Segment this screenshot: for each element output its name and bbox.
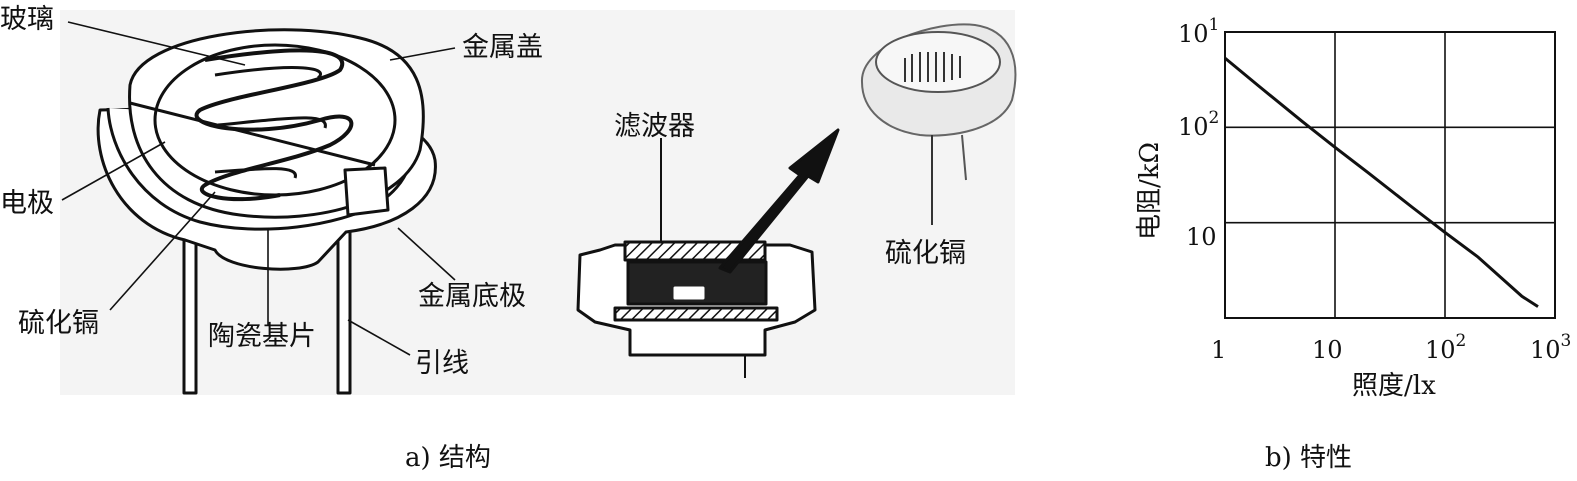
electrode-serpentine	[194, 48, 354, 202]
x-axis-label: 照度/lx	[1352, 371, 1436, 401]
filter-package-drawing	[576, 128, 840, 378]
photo-serpentine	[904, 52, 961, 82]
y-tick-label-top: 101	[1178, 15, 1219, 48]
label-cds-right: 硫化镉	[885, 238, 966, 269]
photoresistor-photo	[860, 23, 1017, 225]
chart-frame	[1224, 31, 1556, 319]
lead-wire-left	[182, 226, 198, 395]
x-tick-label-1: 1	[1211, 336, 1226, 364]
electrode-strip	[129, 101, 376, 167]
label-glass: 玻璃	[0, 4, 54, 35]
leader-metal-cap	[389, 47, 456, 61]
chart-grid	[1224, 31, 1556, 319]
label-filter: 滤波器	[614, 111, 695, 142]
electrode-serpentine-inner	[214, 66, 327, 179]
lead-wire-right	[336, 226, 352, 395]
leader-lead	[347, 319, 411, 356]
label-lead: 引线	[415, 348, 469, 379]
x-tick-label-1000: 103	[1530, 331, 1571, 364]
label-electrode: 电极	[0, 188, 54, 219]
panel-a: 玻璃 金属盖 电极 硫化镉 陶瓷基片 金属底极 引线 滤波器 硫化镉 a) 结构	[0, 4, 1017, 473]
x-tick-label-10: 10	[1312, 336, 1343, 364]
photo-window	[875, 31, 1001, 93]
caption-a: a) 结构	[405, 443, 491, 473]
terminal-tab	[343, 166, 390, 217]
y-tick-label-bottom: 10	[1186, 223, 1217, 251]
leader-metal-base	[397, 227, 456, 281]
y-tick-label-middle: 102	[1178, 108, 1219, 141]
leader-electrode	[61, 141, 166, 201]
photo-lead-right	[961, 134, 967, 181]
label-cds-left: 硫化镉	[18, 308, 99, 339]
leader-glass	[67, 21, 246, 66]
chamber-window	[673, 286, 705, 300]
leader-cds-left	[109, 191, 216, 311]
label-ceramic: 陶瓷基片	[208, 321, 316, 352]
y-axis-label: 电阻/kΩ	[1135, 142, 1165, 240]
x-tick-label-100: 102	[1425, 331, 1466, 364]
pointing-arrow	[718, 128, 840, 274]
chart-series-line	[1224, 56, 1539, 308]
label-metal-cap: 金属盖	[462, 32, 543, 63]
label-metal-base: 金属底极	[418, 281, 526, 312]
caption-b: b) 特性	[1265, 443, 1352, 473]
panel-b: 101 102 10 1 10 102 103 照度/lx 电阻/kΩ b) 特…	[1135, 15, 1571, 473]
base-plate	[613, 306, 779, 322]
leader-lines-left	[61, 21, 456, 356]
